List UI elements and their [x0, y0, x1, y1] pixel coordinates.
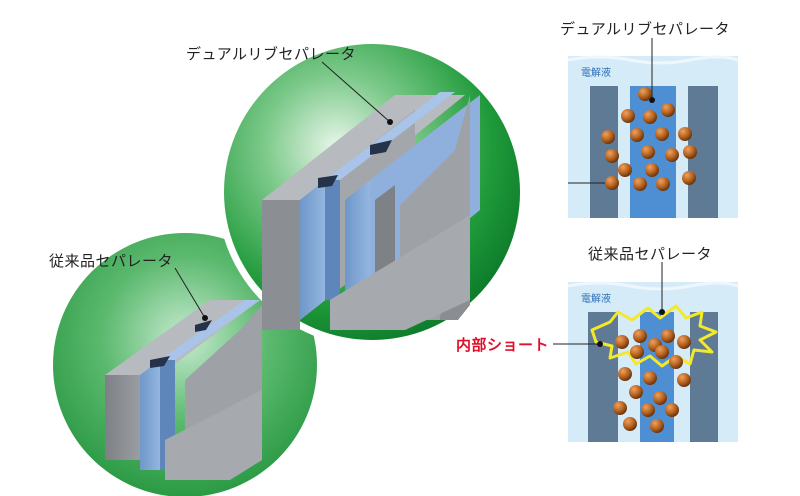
dual-rib-panel	[567, 38, 739, 218]
dual-rib-label-main: デュアルリブセパレータ	[186, 45, 357, 63]
particles-bottom	[613, 329, 691, 433]
dual-rib-label-panel: デュアルリブセパレータ	[560, 20, 731, 38]
conventional-structure	[105, 300, 262, 480]
electrolyte-label-bottom: 電解液	[581, 294, 611, 305]
particles-top	[601, 87, 697, 191]
internal-short-label: 内部ショート	[456, 336, 550, 354]
leader-lines-left	[174, 61, 393, 321]
short-circuit-burst	[590, 304, 718, 368]
dual-rib-structure	[262, 92, 480, 330]
conventional-label-main: 従来品セパレータ	[49, 252, 174, 270]
conventional-label-panel: 従来品セパレータ	[588, 245, 713, 263]
electrolyte-label-top: 電解液	[581, 68, 611, 79]
